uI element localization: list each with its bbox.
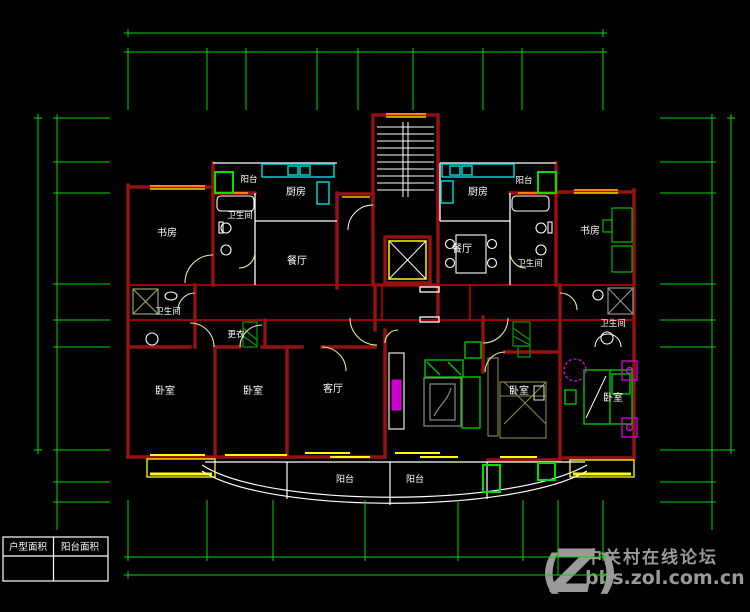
green-door-frames [214,171,557,493]
living-furniture [388,341,482,430]
windows [150,113,618,458]
room-label-study-left: 书房 [157,226,177,239]
dining-table-icon [444,234,498,274]
desk-icon [602,207,633,273]
room-label-bath-topleft: 卫生间 [227,210,253,221]
walls [126,113,636,462]
thin-walls-white [213,162,556,323]
curved-balcony [201,461,588,505]
watermark-paren-right: ) [597,545,618,599]
room-label-bedroom-1: 卧室 [155,384,175,397]
stairs-icon [347,122,434,231]
room-labels: 阳台 厨房 卫生间 书房 餐厅 卫生间 更衣 卧室 卧室 客厅 阳台 阳台 厨房… [155,174,626,485]
room-label-kitchen-left: 厨房 [286,185,306,198]
axis-lines-red [128,284,634,321]
room-label-living: 客厅 [323,382,343,395]
watermark-paren-left: ( [541,545,562,599]
watermark-site-url: bbs.zol.com.cn [585,567,745,589]
room-label-bedroom-far: 卧室 [603,391,623,404]
room-label-bath-lowleft: 卫生间 [155,306,181,317]
coffee-table-icon [423,377,462,427]
shower-boxes [132,287,634,315]
area-table-header-right: 阳台面积 [61,541,100,553]
room-label-balcony-left: 阳台 [240,174,257,185]
door-arc-white [594,333,622,348]
room-label-balcony-bottom1: 阳台 [336,473,354,485]
elevator-icon [388,240,427,280]
watermark-site-name: 中关村在线论坛 [585,547,718,568]
room-label-bath-lowright: 卫生间 [600,318,626,329]
axis-grid-crosses [33,28,736,580]
room-label-dining-right: 餐厅 [452,242,472,255]
room-label-kitchen-right: 厨房 [468,185,488,198]
room-label-balcony-right: 阳台 [515,175,532,186]
bedroom-mid-furniture [487,357,547,439]
watermark-logo: Z [549,537,596,607]
wardrobes-green [242,321,531,358]
tv-icon [391,379,402,411]
room-label-study-right: 书房 [580,224,600,237]
plant-icon [563,358,638,438]
bath-fixtures [145,195,614,346]
door-arcs [177,251,578,373]
bedroom-far-furniture [563,358,638,438]
area-table-header-left: 户型面积 [9,541,48,553]
room-label-bedroom-mid: 卧室 [509,384,529,397]
watermark: ( Z ) 中关村在线论坛 bbs.zol.com.cn [541,537,745,607]
kitchen-counters [261,163,515,205]
room-label-bedroom-2: 卧室 [243,384,263,397]
room-label-dressing: 更衣 [227,329,245,340]
room-label-bath-topright: 卫生间 [517,258,543,269]
sofa-icon [424,341,482,429]
room-label-dining-left: 餐厅 [287,254,307,267]
room-label-balcony-bottom2: 阳台 [406,473,424,485]
area-table: 户型面积 阳台面积 [2,536,109,582]
